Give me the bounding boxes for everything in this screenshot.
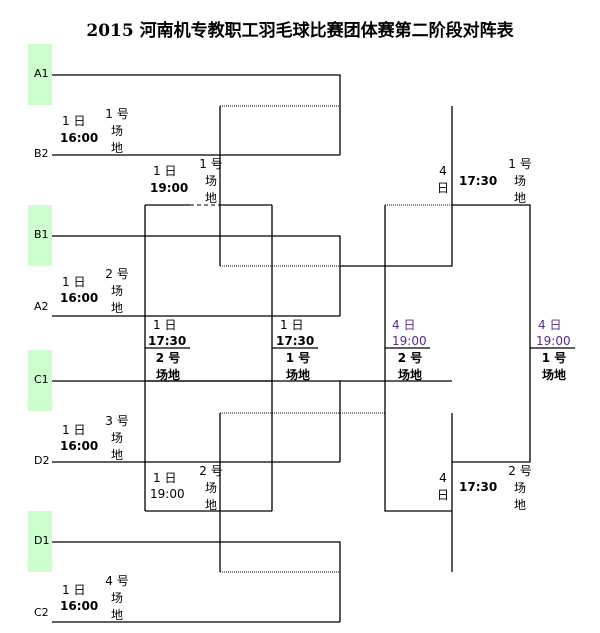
match-day: 1 日 bbox=[62, 583, 86, 597]
match-court: 3 号 场 地 bbox=[105, 414, 129, 462]
team-label: A1 bbox=[34, 67, 49, 80]
match-day: 4 日 bbox=[436, 471, 449, 502]
match-day: 1 日 bbox=[62, 114, 86, 128]
team-highlight bbox=[28, 511, 52, 572]
match-time: 17:30 bbox=[459, 480, 498, 494]
team-label: C1 bbox=[34, 373, 49, 386]
team-highlight bbox=[28, 205, 52, 266]
match-court: 1 号 场 地 bbox=[508, 157, 532, 205]
match-time: 19:00 bbox=[150, 487, 185, 501]
team-label: A2 bbox=[34, 300, 49, 313]
match-time: 17:30 bbox=[459, 174, 498, 188]
match-court: 4 号 场 地 bbox=[105, 574, 129, 622]
match-day: 4 日 bbox=[392, 318, 416, 332]
match-court: 2 号 场地 bbox=[155, 351, 181, 382]
match-day: 1 日 bbox=[153, 471, 177, 485]
match-court: 1 号 场 地 bbox=[199, 157, 223, 205]
match-day: 4 日 bbox=[436, 164, 449, 195]
match-day: 1 日 bbox=[280, 318, 304, 332]
match-time: 17:30 bbox=[276, 334, 315, 348]
match-court: 2 号 场地 bbox=[397, 351, 423, 382]
team-label: B1 bbox=[34, 228, 49, 241]
team-highlight bbox=[28, 44, 52, 105]
match-day: 1 日 bbox=[153, 318, 177, 332]
match-time: 16:00 bbox=[60, 291, 99, 305]
match-day: 1 日 bbox=[153, 164, 177, 178]
match-time: 19:00 bbox=[392, 334, 427, 348]
match-time: 19:00 bbox=[536, 334, 571, 348]
team-label: C2 bbox=[34, 606, 49, 619]
match-day: 4 日 bbox=[538, 318, 562, 332]
match-time: 16:00 bbox=[60, 599, 99, 613]
match-time: 19:00 bbox=[150, 181, 189, 195]
match-court: 2 号 场 地 bbox=[199, 464, 223, 512]
team-label: D1 bbox=[34, 534, 50, 547]
match-time: 16:00 bbox=[60, 439, 99, 453]
match-court: 1 号 场地 bbox=[541, 351, 567, 382]
match-day: 1 日 bbox=[62, 423, 86, 437]
page-title: 2015 河南机专教职工羽毛球比赛团体赛第二阶段对阵表 bbox=[86, 21, 514, 41]
team-label: D2 bbox=[34, 454, 50, 467]
match-time: 17:30 bbox=[148, 334, 187, 348]
match-court: 2 号 场 地 bbox=[105, 267, 129, 315]
match-day: 1 日 bbox=[62, 275, 86, 289]
team-highlight bbox=[28, 350, 52, 411]
match-court: 2 号 场 地 bbox=[508, 464, 532, 512]
match-time: 16:00 bbox=[60, 131, 99, 145]
match-court: 1 号 场 地 bbox=[105, 107, 129, 155]
team-label: B2 bbox=[34, 147, 49, 160]
match-court: 1 号 场地 bbox=[285, 351, 311, 382]
